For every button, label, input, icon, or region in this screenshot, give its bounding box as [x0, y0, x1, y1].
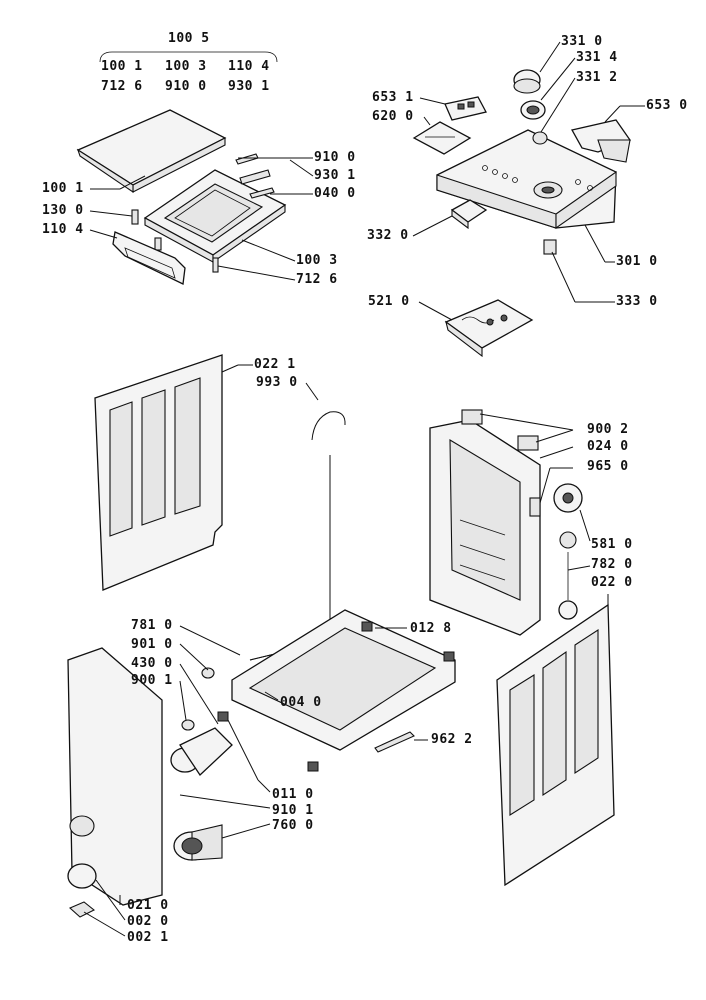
pulley [553, 483, 583, 620]
header-row2-b: 910 0 [165, 79, 207, 94]
selector-switch [450, 199, 488, 230]
base-strip [374, 731, 415, 753]
callout-022-1: 022 1 [254, 357, 296, 372]
callout-021-0: 021 0 [127, 898, 169, 913]
callout-004-0: 004 0 [280, 695, 322, 710]
header-row2-a: 712 6 [101, 79, 143, 94]
header-row1-a: 100 1 [101, 59, 143, 74]
service-door [67, 863, 97, 918]
callout-581-0: 581 0 [591, 537, 633, 552]
callout-910-1: 910 1 [272, 803, 314, 818]
callout-331-0: 331 0 [561, 34, 603, 49]
callout-910-0: 910 0 [314, 150, 356, 165]
callout-901-0: 901 0 [131, 637, 173, 652]
callout-781-0: 781 0 [131, 618, 173, 633]
callout-301-0: 301 0 [616, 254, 658, 269]
panel-bracket-left [444, 96, 487, 121]
header-top-label: 100 5 [168, 31, 210, 46]
electronic-board [444, 299, 534, 358]
callout-332-0: 332 0 [367, 228, 409, 243]
base-frame [231, 609, 456, 751]
header-row2-c: 930 1 [228, 79, 270, 94]
pump-filter [173, 824, 223, 861]
callout-430-0: 430 0 [131, 656, 173, 671]
front-trim [112, 231, 186, 285]
callout-653-1: 653 1 [372, 90, 414, 105]
callout-962-2: 962 2 [431, 732, 473, 747]
top-frame [143, 169, 287, 264]
group-header-bracket [99, 51, 278, 63]
callout-930-1: 930 1 [314, 168, 356, 183]
callout-521-0: 521 0 [368, 294, 410, 309]
callout-331-4: 331 4 [576, 50, 618, 65]
callout-782-0: 782 0 [591, 557, 633, 572]
callout-002-1: 002 1 [127, 930, 169, 945]
control-panel [436, 129, 617, 230]
callout-993-0: 993 0 [256, 375, 298, 390]
leader-lines [83, 41, 645, 937]
panel-bracket-right [571, 119, 632, 163]
callout-620-0: 620 0 [372, 109, 414, 124]
callout-024-0: 024 0 [587, 439, 629, 454]
callout-012-8: 012 8 [410, 621, 452, 636]
callout-100-3: 100 3 [296, 253, 338, 268]
callout-653-0: 653 0 [646, 98, 688, 113]
panel-clip [543, 239, 557, 255]
drain-pump [170, 667, 233, 776]
hinge-pin [131, 209, 219, 273]
callout-022-0: 022 0 [591, 575, 633, 590]
left-side-panel [94, 354, 223, 591]
rear-frame [429, 419, 541, 636]
callout-760-0: 760 0 [272, 818, 314, 833]
callout-712-6: 712 6 [296, 272, 338, 287]
callout-100-1: 100 1 [42, 181, 84, 196]
callout-900-2: 900 2 [587, 422, 629, 437]
front-panel [67, 647, 163, 906]
callout-110-4: 110 4 [42, 222, 84, 237]
header-row1-c: 110 4 [228, 59, 270, 74]
right-side-panel [496, 603, 615, 887]
callout-965-0: 965 0 [587, 459, 629, 474]
callout-002-0: 002 0 [127, 914, 169, 929]
display-board [412, 121, 472, 155]
callout-331-2: 331 2 [576, 70, 618, 85]
callout-130-0: 130 0 [42, 203, 84, 218]
rear-brackets [461, 409, 541, 517]
callout-011-0: 011 0 [272, 787, 314, 802]
top-lid [76, 109, 227, 194]
header-row1-b: 100 3 [165, 59, 207, 74]
callout-900-1: 900 1 [131, 673, 173, 688]
base-feet [217, 621, 455, 772]
callout-333-0: 333 0 [616, 294, 658, 309]
program-knob [513, 69, 548, 145]
callout-040-0: 040 0 [314, 186, 356, 201]
